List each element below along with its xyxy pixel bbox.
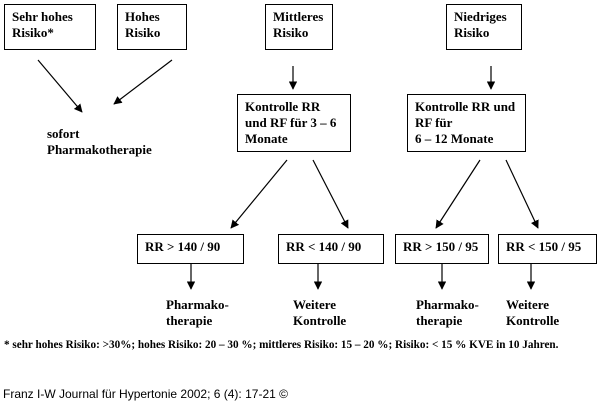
arrow-kontrolle-mittel-to-rr-gt-140 [230,159,288,229]
outcome-pharmakotherapie-2: Pharmako- therapie [416,297,479,328]
box-sehr-hohes-risiko-label: Sehr hohes Risiko* [12,9,73,40]
box-mittleres-risiko-label: Mittleres Risiko [273,9,324,40]
arrow-hohes-to-sofort [113,59,173,105]
box-kontrolle-mittel: Kontrolle RR und RF für 3 – 6 Monate [237,94,351,152]
box-rr-lt-150: RR < 150 / 95 [498,234,597,264]
box-mittleres-risiko: Mittleres Risiko [265,4,333,50]
box-rr-lt-140: RR < 140 / 90 [278,234,384,264]
arrow-kontrolle-niedrig-to-rr-lt-150 [505,159,539,229]
arrow-kontrolle-niedrig-to-rr-gt-150 [435,159,481,229]
box-niedriges-risiko: Niedriges Risiko [446,4,522,50]
box-rr-gt-150-label: RR > 150 / 95 [403,239,479,254]
box-rr-lt-140-label: RR < 140 / 90 [286,239,362,254]
box-niedriges-risiko-label: Niedriges Risiko [454,9,507,40]
box-rr-gt-140-label: RR > 140 / 90 [145,239,221,254]
box-hohes-risiko: Hohes Risiko [117,4,187,50]
box-kontrolle-niedrig: Kontrolle RR und RF für 6 – 12 Monate [407,94,526,152]
box-kontrolle-mittel-label: Kontrolle RR und RF für 3 – 6 Monate [245,99,337,146]
footnote: * sehr hohes Risiko: >30%; hohes Risiko:… [4,339,559,351]
box-rr-lt-150-label: RR < 150 / 95 [506,239,582,254]
source-credit: Franz I-W Journal für Hypertonie 2002; 6… [3,387,288,401]
box-rr-gt-140: RR > 140 / 90 [137,234,244,264]
box-kontrolle-niedrig-label: Kontrolle RR und RF für 6 – 12 Monate [415,99,516,146]
outcome-weitere-kontrolle-1: Weitere Kontrolle [293,297,347,328]
box-sehr-hohes-risiko: Sehr hohes Risiko* [4,4,96,50]
arrow-kontrolle-mittel-to-rr-lt-140 [312,159,349,229]
outcome-pharmakotherapie-1: Pharmako- therapie [166,297,229,328]
box-rr-gt-150: RR > 150 / 95 [395,234,489,264]
box-hohes-risiko-label: Hohes Risiko [125,9,161,40]
arrow-sehr-hohes-to-sofort [37,59,83,113]
outcome-weitere-kontrolle-2: Weitere Kontrolle [506,297,560,328]
outcome-sofort-pharmakotherapie: sofort Pharmakotherapie [47,126,152,157]
